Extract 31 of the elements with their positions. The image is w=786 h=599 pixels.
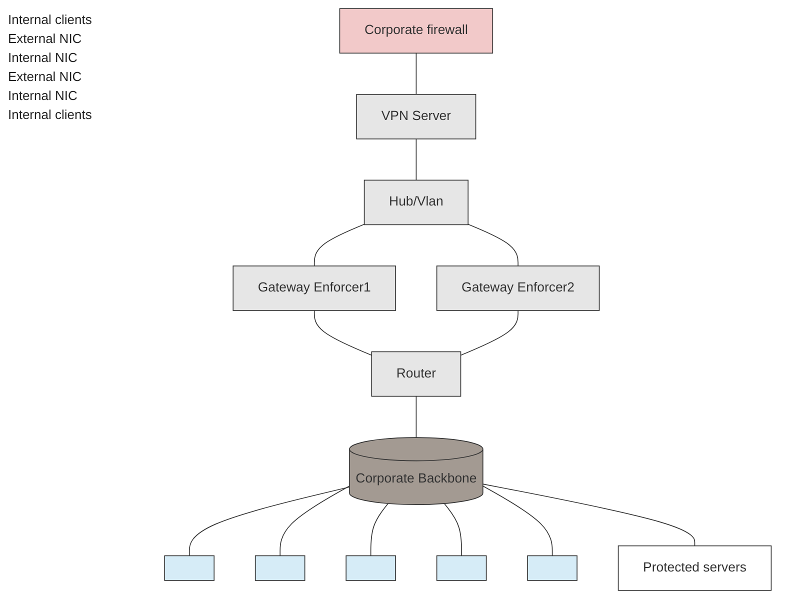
connector bbox=[370, 503, 389, 556]
connector bbox=[468, 224, 519, 266]
node-box: Hub/Vlan bbox=[364, 180, 469, 226]
node-box: VPN Server bbox=[356, 94, 476, 140]
text-label: Internal clients bbox=[8, 12, 93, 27]
text-label: Internal NIC bbox=[8, 50, 78, 65]
text-label: External NIC bbox=[8, 31, 83, 46]
node-box bbox=[255, 555, 306, 581]
node-box: Protected servers bbox=[618, 545, 772, 591]
node-box bbox=[164, 555, 215, 581]
connector bbox=[314, 310, 372, 356]
connector bbox=[482, 486, 553, 556]
connector bbox=[482, 484, 696, 546]
connector bbox=[416, 138, 417, 181]
node-box: Corporate firewall bbox=[339, 8, 494, 54]
text-label: Internal clients bbox=[8, 107, 93, 122]
connector bbox=[444, 503, 462, 556]
connector bbox=[416, 52, 417, 95]
text-label: External NIC bbox=[8, 69, 83, 84]
node-box: Router bbox=[371, 351, 462, 397]
node-box: Gateway Enforcer1 bbox=[232, 266, 396, 311]
text-label: Internal NIC bbox=[8, 88, 78, 103]
node-box bbox=[436, 555, 487, 581]
node-box bbox=[527, 555, 578, 581]
node-box bbox=[346, 555, 396, 581]
connector bbox=[280, 486, 350, 556]
node-box: Gateway Enforcer2 bbox=[436, 266, 600, 311]
connector bbox=[314, 224, 365, 266]
connector bbox=[189, 486, 350, 556]
connector bbox=[460, 310, 519, 356]
connector bbox=[416, 396, 417, 438]
